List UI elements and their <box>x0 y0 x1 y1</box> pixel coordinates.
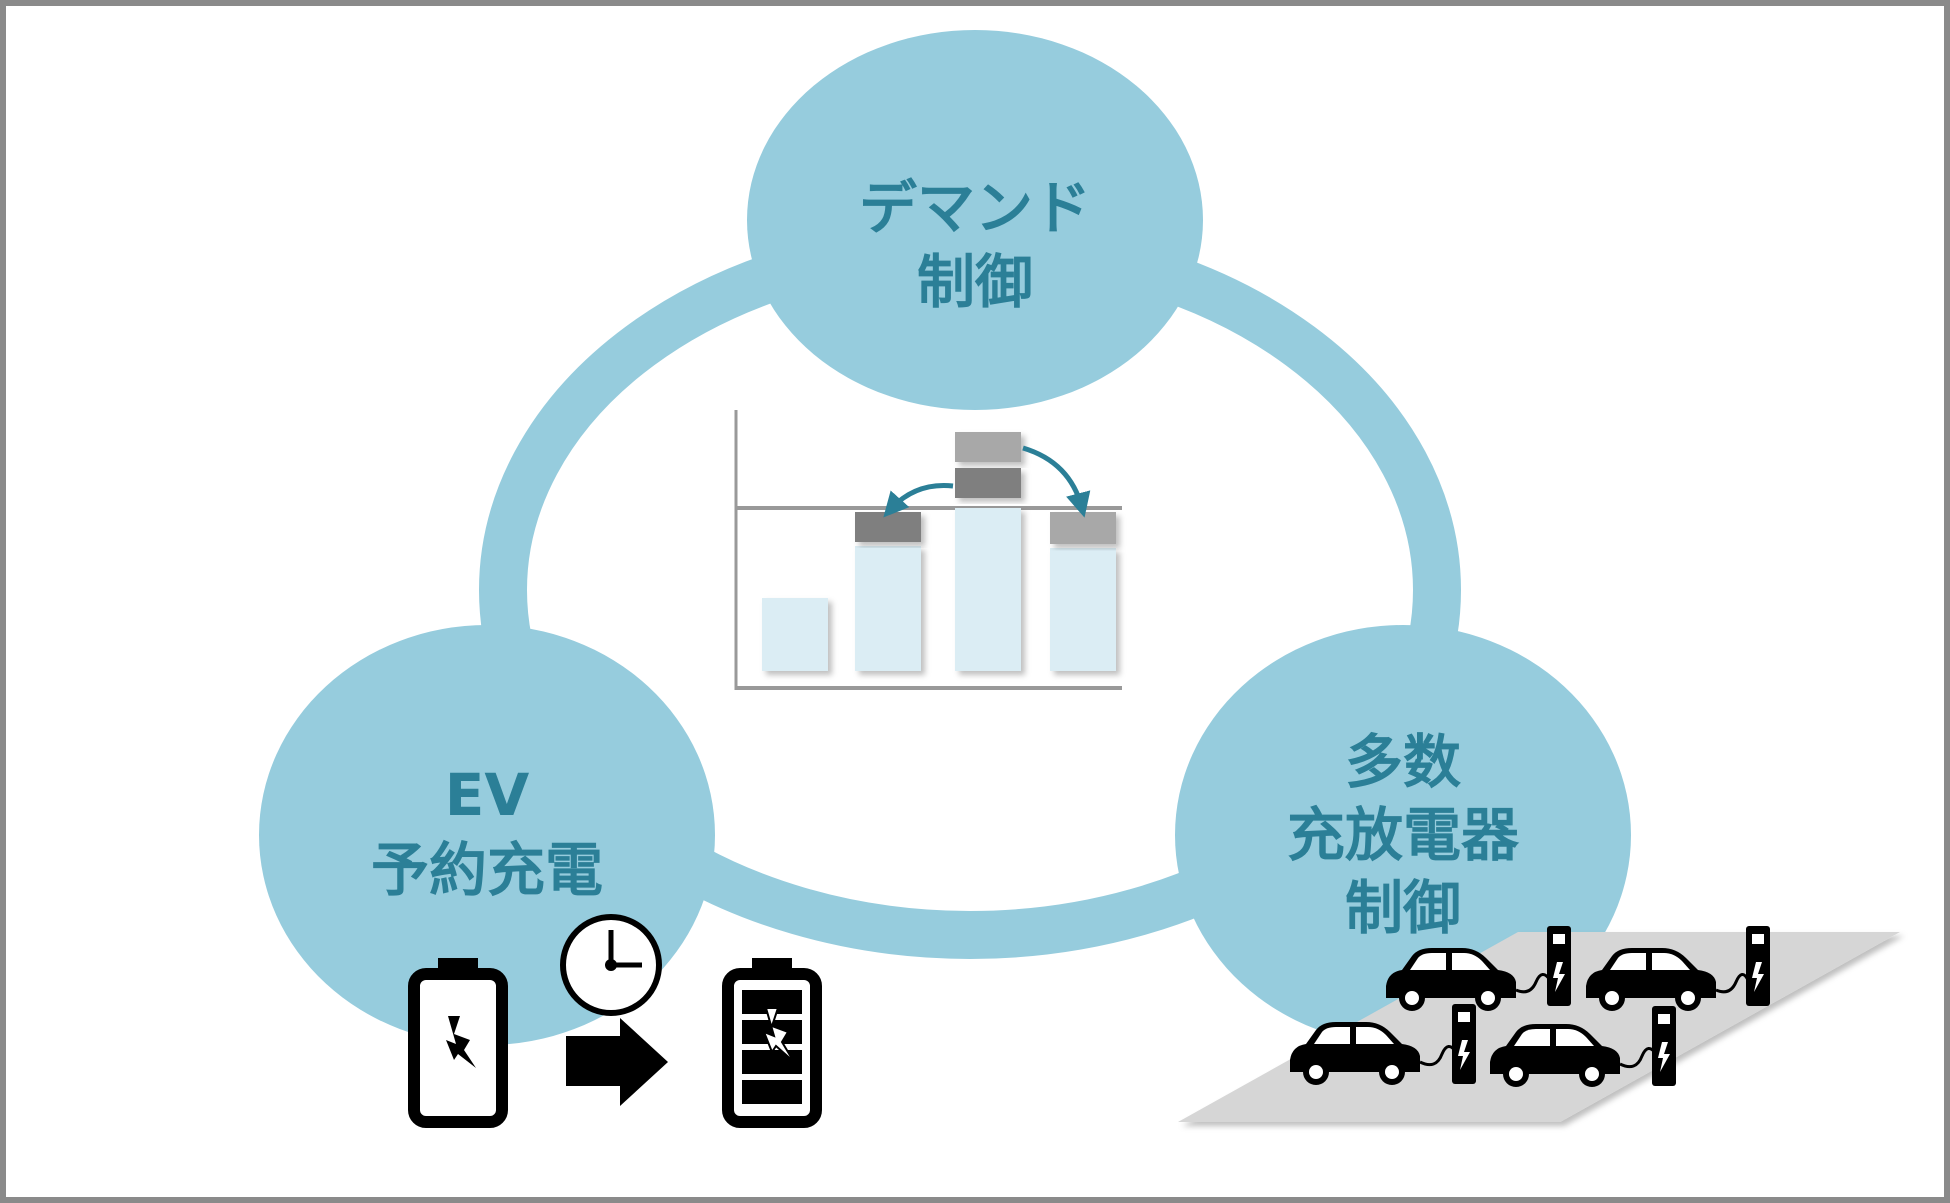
charging-cable <box>1419 1045 1458 1067</box>
battery-full-icon <box>728 958 816 1122</box>
bar-3 <box>955 508 1021 671</box>
demand-label-line1: デマンド <box>859 174 1091 242</box>
bar-2 <box>855 546 921 671</box>
charging-station-icon <box>1452 1004 1476 1084</box>
charging-cable <box>1715 973 1750 994</box>
ev-label-line2: 予約充電 <box>371 836 603 904</box>
charging-cable <box>1619 1047 1658 1069</box>
ev-label-line1: EV <box>445 761 530 829</box>
shift-arrow-left <box>883 483 954 518</box>
charging-station-icon <box>1652 1006 1676 1086</box>
bar-3-peak-block-light <box>955 432 1021 462</box>
node-demand-circle <box>747 30 1203 410</box>
shift-arrow-right <box>1022 445 1091 518</box>
right-arrow-icon <box>566 1018 668 1106</box>
charging-cable <box>1515 973 1552 994</box>
bar-2-shifted-block <box>855 512 921 542</box>
chargers-label-line1: 多数 <box>1345 728 1461 796</box>
chargers-label-line3: 制御 <box>1345 874 1461 942</box>
ev-charging-illustration <box>414 914 816 1122</box>
chargers-label-line2: 充放電器 <box>1287 801 1520 869</box>
bar-4-shifted-block <box>1050 512 1116 544</box>
demand-label-line2: 制御 <box>917 248 1033 316</box>
clock-icon <box>560 914 662 1016</box>
charging-station-icon <box>1547 926 1571 1006</box>
bar-1 <box>762 598 828 671</box>
bar-4 <box>1050 548 1116 671</box>
battery-empty-icon <box>414 958 502 1122</box>
charging-station-icon <box>1746 926 1770 1006</box>
charging-lot-illustration <box>1178 926 1900 1122</box>
demand-bar-illustration <box>734 410 1122 690</box>
bar-3-peak-block-dark <box>955 468 1021 498</box>
